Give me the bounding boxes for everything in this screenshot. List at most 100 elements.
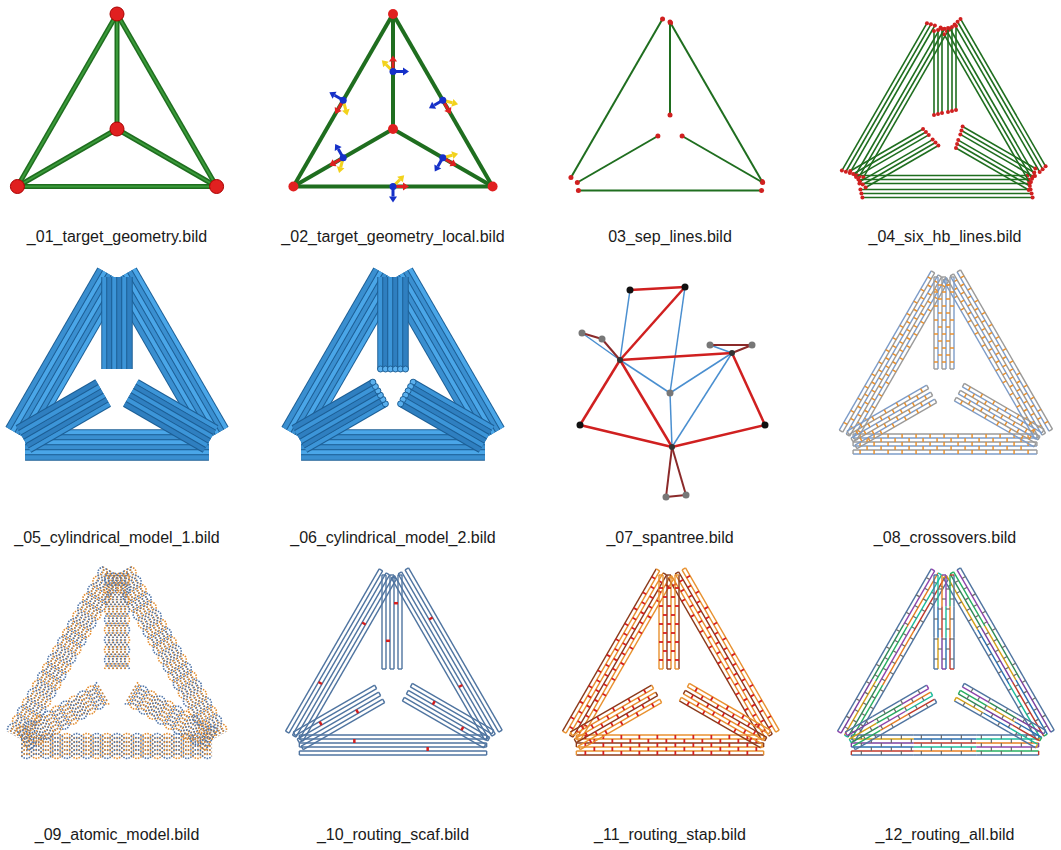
crossover-rung bbox=[692, 735, 694, 739]
strand-line bbox=[1009, 732, 1036, 748]
crossover-rung bbox=[900, 358, 903, 360]
crossover-rung bbox=[934, 618, 938, 619]
strand-end bbox=[934, 574, 938, 575]
crossover-rung bbox=[975, 316, 978, 318]
strand-end bbox=[934, 668, 938, 669]
crossover-rung bbox=[929, 434, 931, 438]
strand-end bbox=[942, 368, 946, 369]
line-end bbox=[660, 16, 665, 21]
strand-line bbox=[855, 399, 935, 445]
strand-line bbox=[406, 694, 487, 741]
geometry-edge-highlight bbox=[17, 129, 117, 187]
line-end bbox=[929, 22, 933, 26]
strand-line bbox=[964, 383, 1044, 429]
helix-cylinder-body bbox=[398, 277, 403, 369]
atomic-strand bbox=[130, 567, 225, 732]
strand-line bbox=[953, 606, 954, 637]
crossover-rung bbox=[750, 738, 752, 741]
crossover-rung bbox=[968, 296, 971, 298]
crossover-rung bbox=[631, 637, 634, 639]
crossover-rung bbox=[641, 612, 644, 614]
strand-line bbox=[914, 734, 976, 735]
crossover-rung bbox=[862, 713, 865, 715]
crossover-rung bbox=[728, 751, 730, 755]
crossover-rung bbox=[934, 361, 938, 363]
crossover-rung bbox=[640, 622, 643, 624]
crossover-rung bbox=[614, 659, 617, 661]
strand-line bbox=[956, 697, 983, 713]
crossover-rung bbox=[904, 403, 906, 406]
crossover-rung bbox=[624, 633, 627, 635]
strand-line bbox=[853, 396, 933, 442]
crossover-rung bbox=[1035, 719, 1038, 721]
crossover-rung bbox=[893, 370, 896, 372]
crossover-rung bbox=[726, 706, 728, 709]
crossover-rung bbox=[768, 716, 771, 718]
line-end bbox=[959, 17, 963, 21]
crossover-rung bbox=[872, 417, 874, 420]
strand-line bbox=[941, 638, 942, 669]
helix-axis-line bbox=[861, 193, 1031, 195]
crossover-rung bbox=[943, 442, 945, 446]
crossover-rung bbox=[950, 361, 954, 363]
atomic-strand bbox=[22, 693, 103, 743]
strand-line bbox=[878, 711, 905, 727]
crossover-rung bbox=[929, 403, 931, 406]
crossover-rung bbox=[706, 617, 709, 619]
line-end bbox=[576, 188, 581, 193]
line-end bbox=[932, 113, 936, 117]
panel-illustration bbox=[839, 270, 1052, 454]
crossover-rung bbox=[950, 598, 954, 599]
crossover-rung bbox=[992, 629, 995, 631]
crossover-rung bbox=[905, 623, 908, 625]
strand-end bbox=[410, 683, 412, 686]
crossover-rung bbox=[853, 720, 856, 722]
crossover-rung bbox=[581, 726, 583, 729]
crossover-rung bbox=[900, 342, 903, 344]
crossover-rung bbox=[589, 686, 592, 688]
strand-line bbox=[958, 394, 1038, 440]
crossover-rung bbox=[968, 288, 971, 290]
strand-line bbox=[576, 738, 763, 739]
crossover-rung bbox=[743, 689, 746, 691]
crossover-rung bbox=[870, 727, 872, 730]
crossover-rung bbox=[879, 394, 882, 396]
strand-line bbox=[883, 631, 914, 685]
strand-line bbox=[299, 696, 380, 743]
crossover-rung bbox=[961, 735, 962, 739]
crossover-rung bbox=[622, 707, 624, 710]
crossover-rung bbox=[652, 704, 654, 707]
crossover-rung bbox=[691, 695, 693, 698]
crossover-rung bbox=[934, 305, 938, 307]
line-end bbox=[955, 142, 959, 146]
crossover-rung bbox=[877, 719, 879, 722]
crossover-rung bbox=[961, 284, 964, 286]
strand-end bbox=[950, 368, 954, 369]
crossover-rung bbox=[602, 751, 604, 755]
helix-cylinder bbox=[296, 387, 376, 433]
line-end bbox=[848, 169, 852, 173]
crossover-rung bbox=[880, 438, 882, 442]
crossover-rung bbox=[911, 739, 912, 743]
strand-line bbox=[572, 689, 653, 736]
crossover-rung bbox=[865, 692, 868, 694]
crossover-rung bbox=[736, 693, 739, 695]
crossover-rung bbox=[985, 633, 988, 635]
crossover-rung bbox=[938, 648, 942, 649]
strand-end bbox=[375, 685, 377, 688]
strand-end bbox=[957, 270, 960, 272]
crossover-rung bbox=[968, 619, 971, 621]
scaffold-crossover bbox=[320, 722, 322, 725]
sep-line bbox=[577, 136, 658, 183]
crossover-rung bbox=[883, 668, 886, 670]
crossover-rung bbox=[968, 312, 971, 314]
crossover-rung bbox=[633, 618, 636, 620]
strand-line bbox=[914, 742, 976, 743]
crossover-rung bbox=[981, 394, 983, 397]
crossover-rung bbox=[1003, 365, 1006, 367]
helix-cylinder-body bbox=[25, 440, 209, 445]
strand-line bbox=[847, 385, 927, 431]
crossover-rung bbox=[946, 608, 950, 609]
crossover-rung bbox=[984, 705, 986, 708]
crossover-rung bbox=[975, 615, 978, 617]
